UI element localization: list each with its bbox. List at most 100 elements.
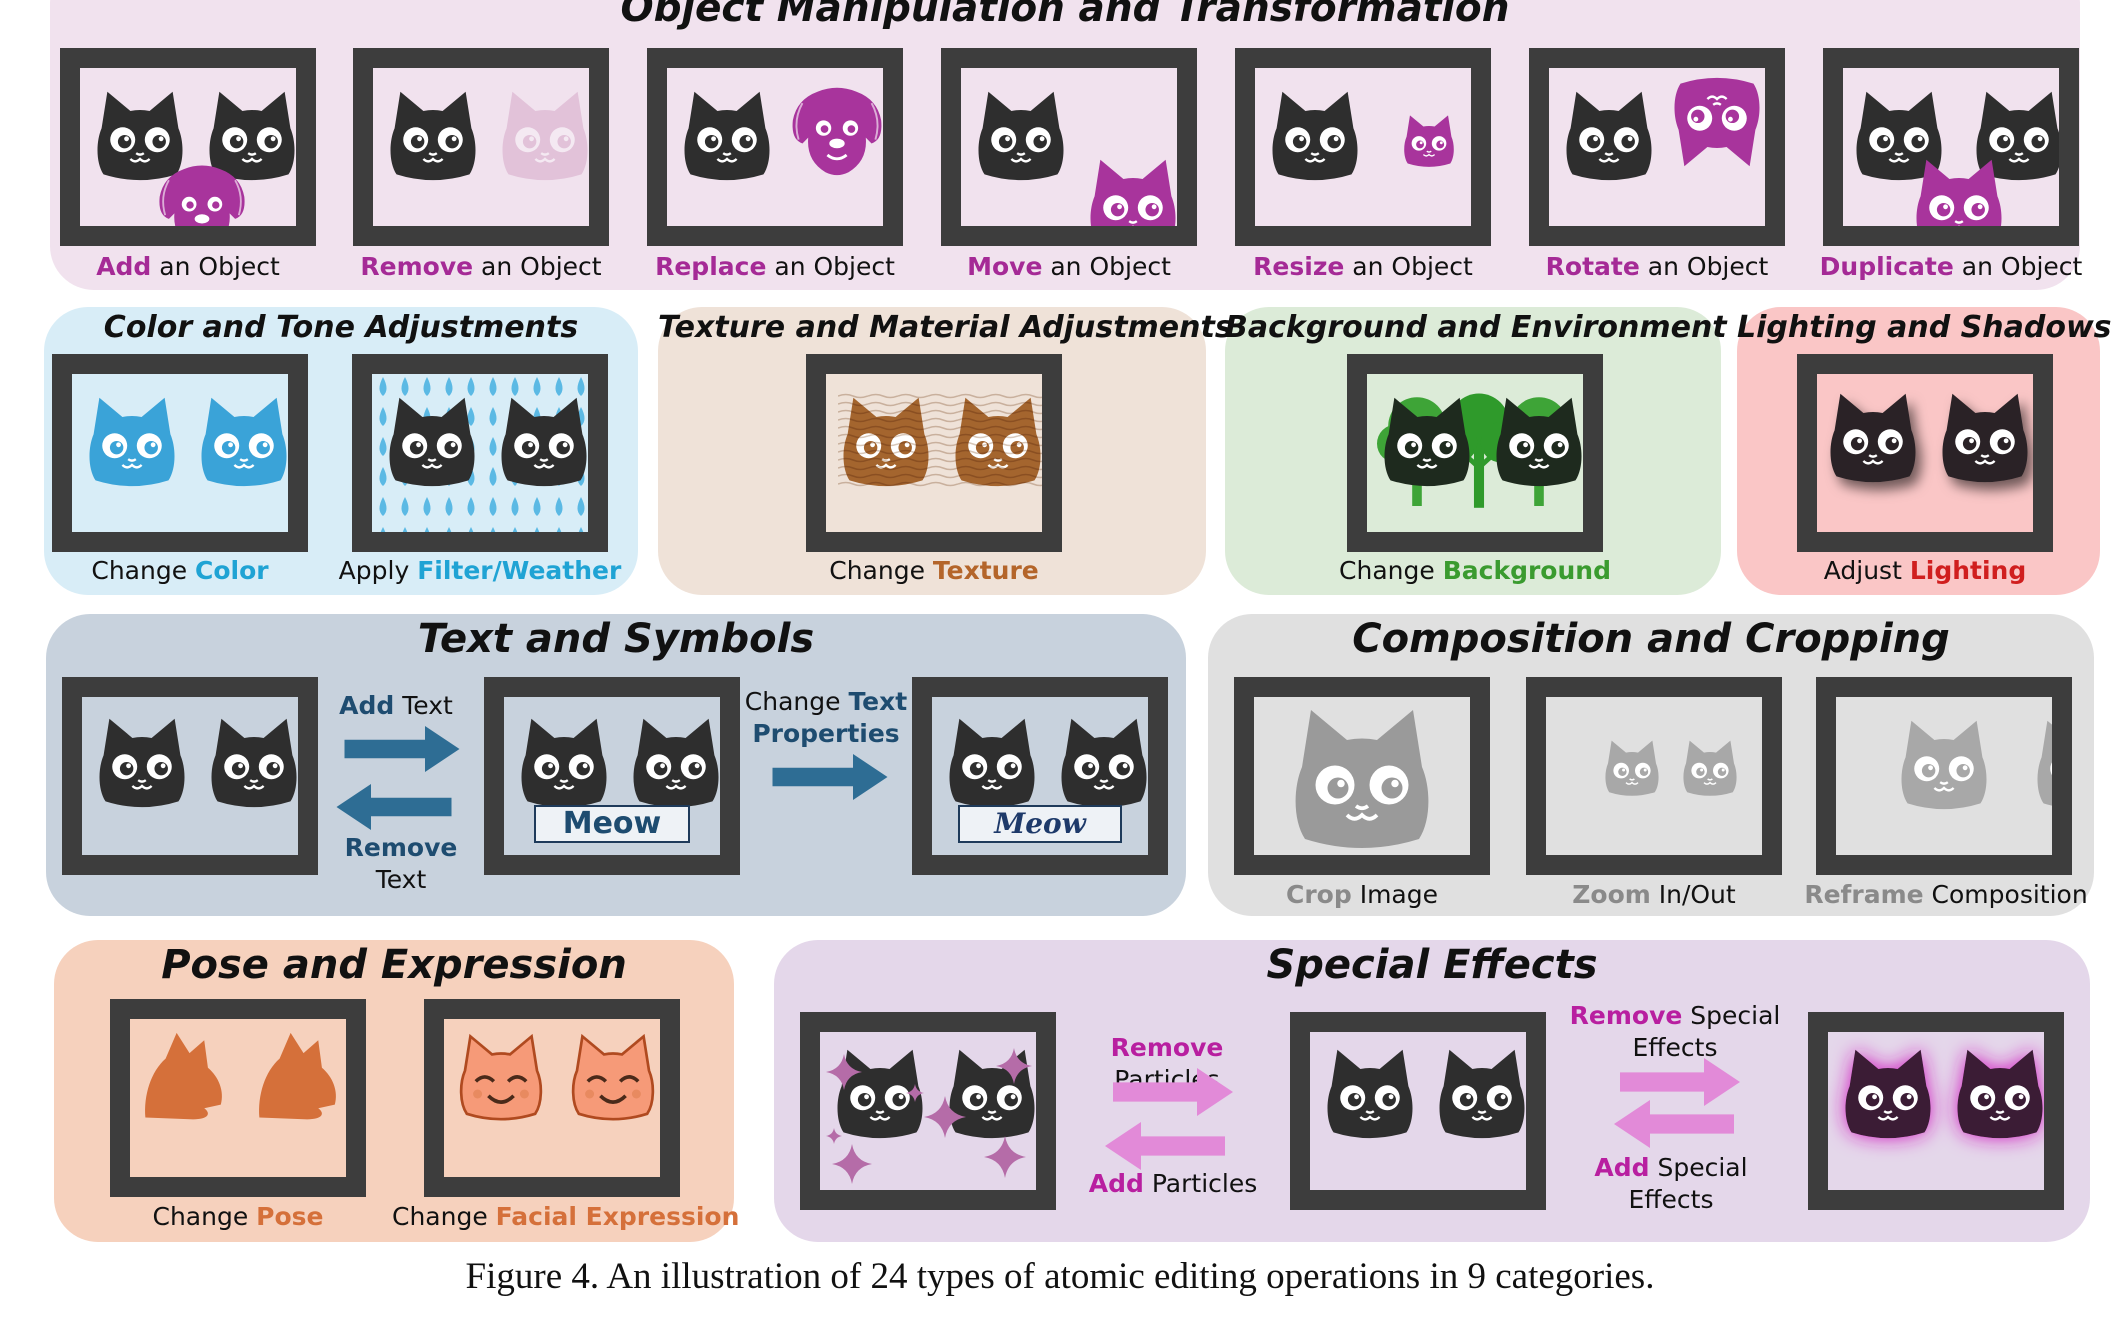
frame-duplicate-object — [1823, 48, 2079, 246]
label-change-text-properties: Change Text Properties — [744, 687, 908, 748]
label-add-particles: Add Particles — [1088, 1169, 1258, 1198]
cat-icon — [1561, 86, 1657, 182]
glowing-cat-icon — [1952, 1044, 2048, 1140]
frame-apply-filter — [352, 354, 608, 552]
cat-icon — [1680, 737, 1740, 797]
cat-icon — [679, 86, 775, 182]
caption-change-background: Change Background — [1339, 556, 1611, 585]
frame-rotate-object — [1529, 48, 1785, 246]
frame-resize-object — [1235, 48, 1491, 246]
caption-change-color: Change Color — [91, 556, 269, 585]
frame-effects-none — [1290, 1012, 1546, 1210]
arrow-right-icon — [330, 726, 474, 772]
panel-title-object-manipulation: Object Manipulation and Transformation — [620, 0, 1510, 31]
cat-icon — [1491, 392, 1587, 488]
frame-text-styled: Meow — [912, 677, 1168, 875]
frame-change-texture — [806, 354, 1062, 552]
frame-move-object — [941, 48, 1197, 246]
caption-remove-object: Remove an Object — [360, 252, 602, 281]
cat-icon — [496, 392, 592, 488]
arrow-left-icon — [1072, 1122, 1258, 1170]
cat-icon — [84, 392, 180, 488]
caption-adjust-lighting: Adjust Lighting — [1823, 556, 2027, 585]
smiling-cat-icon — [568, 1031, 658, 1121]
caption-reframe: Reframe Composition — [1804, 880, 2088, 909]
frame-text-sign: Meow — [484, 677, 740, 875]
caption-change-expression: Change Facial Expression — [392, 1202, 740, 1231]
frame-zoom — [1526, 677, 1782, 875]
figure-caption: Figure 4. An illustration of 24 types of… — [465, 1256, 1655, 1297]
cat-side-icon — [252, 1031, 344, 1123]
sign-script: Meow — [958, 805, 1122, 843]
caption-resize-object: Resize an Object — [1253, 252, 1473, 281]
cat-icon — [384, 392, 480, 488]
frame-change-expression — [424, 999, 680, 1197]
arrow-right-icon — [758, 754, 902, 800]
caption-crop-image: Crop Image — [1286, 880, 1438, 909]
cat-icon — [1056, 713, 1152, 809]
frame-remove-object — [353, 48, 609, 246]
caption-replace-object: Replace an Object — [655, 252, 895, 281]
frame-adjust-lighting — [1797, 354, 2053, 552]
cat-icon — [516, 713, 612, 809]
cat-icon — [944, 713, 1040, 809]
wood-grain — [838, 392, 1042, 488]
sparkle-icon — [984, 1136, 1026, 1178]
frame-change-background — [1347, 354, 1603, 552]
cat-icon — [385, 86, 481, 182]
panel-title-special-effects: Special Effects — [1266, 942, 1598, 988]
frame-reframe — [1816, 677, 2072, 875]
arrow-right-icon — [1572, 1058, 1788, 1106]
sparkle-icon — [832, 1144, 872, 1184]
cat-side-icon — [138, 1031, 230, 1123]
caption-apply-filter: Apply Filter/Weather — [338, 556, 622, 585]
frame-replace-object — [647, 48, 903, 246]
cat-icon — [1434, 1044, 1530, 1140]
shadowed-cat-icon — [1825, 388, 1921, 484]
shadowed-cat-icon — [1937, 388, 2033, 484]
panel-title-lighting: Lighting and Shadows — [1737, 310, 2112, 345]
sign-plain: Meow — [534, 805, 690, 843]
frame-add-object — [60, 48, 316, 246]
caption-change-pose: Change Pose — [152, 1202, 324, 1231]
smiling-cat-icon — [456, 1031, 546, 1121]
sparkle-icon — [826, 1128, 842, 1144]
cat-icon — [1911, 154, 2007, 246]
frame-crop-image — [1234, 677, 1490, 875]
cat-icon — [1602, 737, 1662, 797]
cat-icon — [973, 86, 1069, 182]
cat-icon — [1322, 1044, 1418, 1140]
glowing-cat-icon — [1840, 1044, 1936, 1140]
sparkle-icon — [826, 1054, 862, 1090]
caption-move-object: Move an Object — [967, 252, 1171, 281]
caption-rotate-object: Rotate an Object — [1545, 252, 1769, 281]
cat-icon — [94, 713, 190, 809]
cat-icon — [497, 86, 593, 182]
arrow-right-icon — [1080, 1068, 1266, 1116]
caption-change-texture: Change Texture — [829, 556, 1039, 585]
frame-change-color — [52, 354, 308, 552]
label-remove-special-effects: Remove Special Effects — [1569, 1001, 1781, 1062]
label-add-text: Add Text — [339, 691, 453, 720]
caption-add-object: Add an Object — [96, 252, 280, 281]
panel-title-texture: Texture and Material Adjustments — [658, 310, 1233, 345]
frame-particles — [800, 1012, 1056, 1210]
label-remove-text: Remove Text — [344, 833, 458, 894]
frame-effects-glow — [1808, 1012, 2064, 1210]
caption-zoom: Zoom In/Out — [1572, 880, 1736, 909]
arrow-left-icon — [1566, 1100, 1782, 1148]
rotated-cat-icon — [1669, 76, 1765, 172]
cat-icon — [1401, 112, 1457, 168]
label-add-special-effects: Add Special Effects — [1594, 1153, 1748, 1214]
dog-icon — [785, 82, 889, 178]
panel-title-color-tone: Color and Tone Adjustments — [103, 310, 579, 345]
frame-text-none — [62, 677, 318, 875]
panel-title-composition: Composition and Cropping — [1352, 616, 1950, 662]
cat-icon — [196, 392, 292, 488]
cat-icon — [1267, 86, 1363, 182]
cat-icon — [1896, 715, 1992, 811]
arrow-left-icon — [322, 784, 466, 830]
cat-icon — [1284, 701, 1440, 851]
sparkle-icon — [906, 1084, 924, 1102]
cat-icon — [628, 713, 724, 809]
